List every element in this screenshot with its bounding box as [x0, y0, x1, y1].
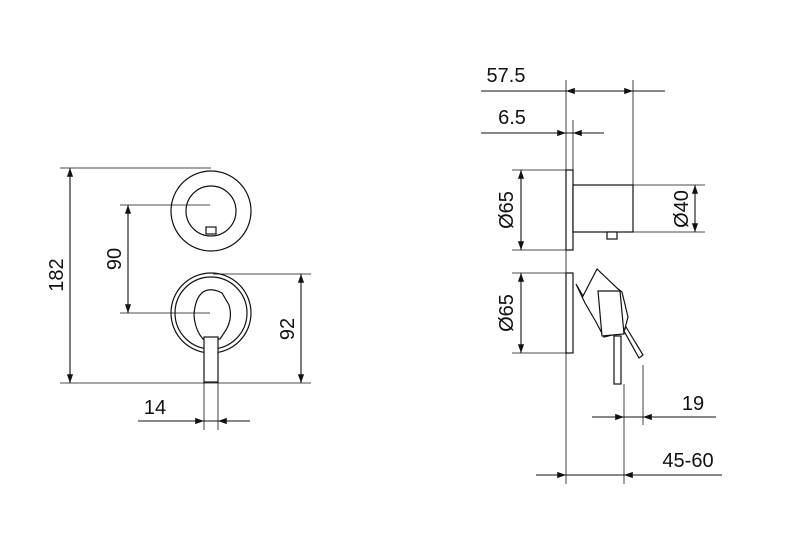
dim-lever-width: 14 [144, 397, 166, 419]
side-view: 57.5 6.5 Ø65 Ø40 Ø65 19 45-60 [481, 65, 722, 484]
dim-plate-thickness: 6.5 [498, 107, 526, 129]
upper-diverter-side [565, 169, 634, 251]
dim-centre-distance: 90 [104, 248, 126, 270]
dim-overall-height: 182 [46, 258, 68, 291]
lower-mixer-side [565, 268, 644, 385]
lower-mixer-plate [170, 272, 252, 383]
dim-lever-offset: 19 [682, 393, 704, 415]
dim-knob-dia: Ø40 [671, 190, 693, 228]
dim-lower-height: 92 [277, 318, 299, 340]
upper-diverter-plate [170, 170, 252, 252]
dim-lower-plate-dia: Ø65 [496, 294, 518, 332]
dim-wall-range: 45-60 [662, 450, 713, 472]
dim-upper-plate-dia: Ø65 [496, 191, 518, 229]
front-view: 182 90 92 14 [46, 167, 311, 430]
dim-total-depth: 57.5 [487, 65, 526, 87]
